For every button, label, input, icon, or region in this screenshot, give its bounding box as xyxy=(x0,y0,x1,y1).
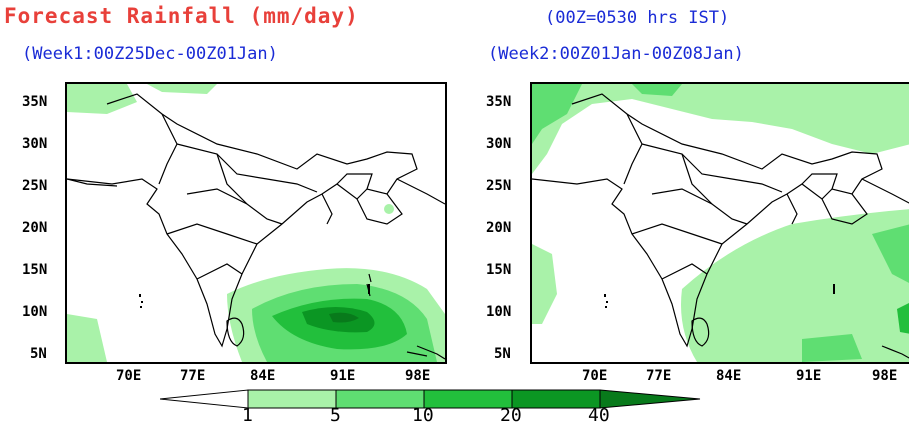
lat-label: 10N xyxy=(486,304,512,320)
week2-map xyxy=(530,82,909,364)
legend-level-label: 1 xyxy=(242,405,253,426)
time-note: (00Z=0530 hrs IST) xyxy=(545,8,730,28)
panel2-subtitle: (Week2:00Z01Jan-00Z08Jan) xyxy=(488,44,744,64)
week2-islands xyxy=(604,284,835,308)
legend-level-label: 20 xyxy=(500,405,522,426)
lat-label: 25N xyxy=(22,178,48,194)
lat-label: 5N xyxy=(30,346,47,362)
lat-label: 5N xyxy=(494,346,511,362)
lat-label: 30N xyxy=(486,136,512,152)
lat-label: 25N xyxy=(486,178,512,194)
legend-level-label: 5 xyxy=(330,405,341,426)
lon-label: 91E xyxy=(330,368,356,384)
legend-swatch-above-40 xyxy=(599,389,701,409)
color-legend-bar xyxy=(160,389,701,409)
week2-map-graphic xyxy=(532,84,909,362)
lon-label: 98E xyxy=(872,368,898,384)
week2-rainfall-shading xyxy=(532,84,909,362)
lon-label: 70E xyxy=(116,368,142,384)
legend-swatch-1-5 xyxy=(247,389,337,409)
lon-label: 77E xyxy=(646,368,672,384)
week2-boundaries xyxy=(532,93,909,359)
lon-label: 84E xyxy=(716,368,742,384)
lon-label: 84E xyxy=(250,368,276,384)
chart-title: Forecast Rainfall (mm/day) xyxy=(4,4,359,28)
week1-map xyxy=(65,82,447,364)
legend-swatch-20-40 xyxy=(511,389,601,409)
lat-label: 35N xyxy=(486,94,512,110)
week1-islands xyxy=(139,284,370,308)
lon-label: 91E xyxy=(796,368,822,384)
lat-label: 15N xyxy=(22,262,48,278)
lon-label: 70E xyxy=(582,368,608,384)
lon-label: 98E xyxy=(405,368,431,384)
week1-rainfall-shading xyxy=(67,84,445,362)
lat-label: 30N xyxy=(22,136,48,152)
lat-label: 15N xyxy=(486,262,512,278)
legend-level-label: 40 xyxy=(588,405,610,426)
legend-swatch-5-10 xyxy=(335,389,425,409)
legend-swatch-below-1 xyxy=(160,389,249,409)
lat-label: 20N xyxy=(486,220,512,236)
lat-label: 10N xyxy=(22,304,48,320)
lon-label: 77E xyxy=(180,368,206,384)
legend-level-label: 10 xyxy=(412,405,434,426)
panel1-subtitle: (Week1:00Z25Dec-00Z01Jan) xyxy=(22,44,278,64)
lat-label: 20N xyxy=(22,220,48,236)
legend-swatch-10-20 xyxy=(423,389,513,409)
week1-map-graphic xyxy=(67,84,445,362)
lat-label: 35N xyxy=(22,94,48,110)
week1-boundaries xyxy=(67,93,445,360)
